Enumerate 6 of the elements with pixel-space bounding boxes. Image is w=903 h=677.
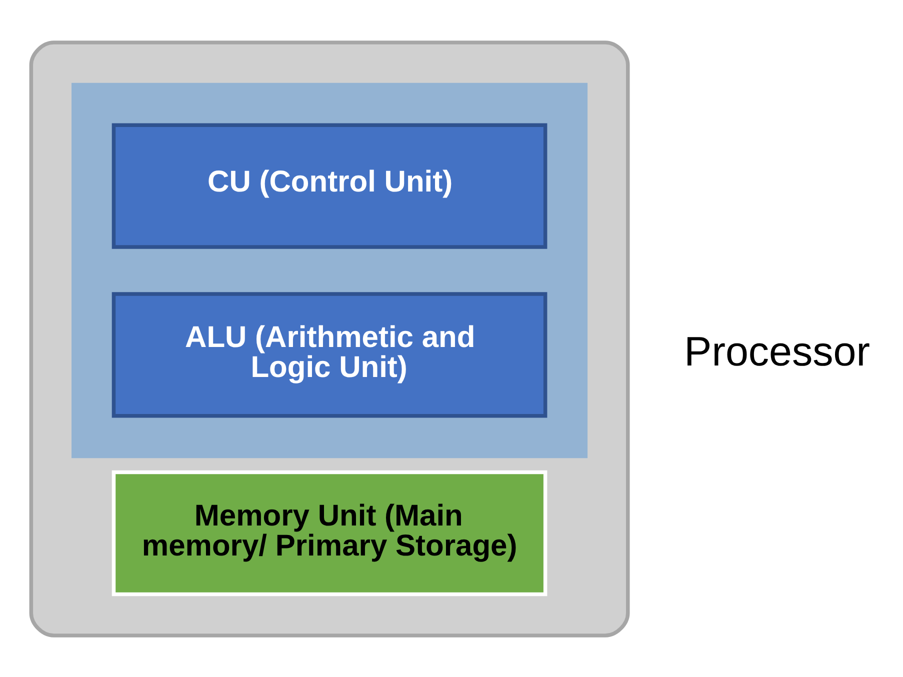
node-label: Processor [684, 328, 870, 374]
cluster [29, 40, 630, 637]
node-box: CU (Control Unit) [112, 122, 548, 248]
cluster [72, 82, 588, 458]
node-box: ALU (Arithmetic and Logic Unit) [112, 292, 548, 418]
node-box: Memory Unit (Main memory/ Primary Storage) [112, 470, 548, 596]
